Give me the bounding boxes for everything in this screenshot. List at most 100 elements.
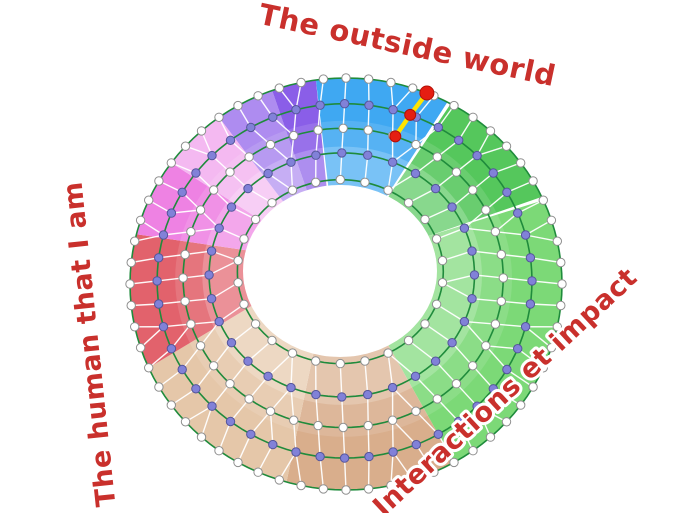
node[interactable]: [339, 453, 350, 463]
node[interactable]: [225, 135, 236, 146]
node[interactable]: [490, 227, 501, 237]
node[interactable]: [180, 141, 191, 151]
node[interactable]: [144, 195, 154, 205]
selected-node[interactable]: [404, 108, 417, 121]
node[interactable]: [186, 319, 196, 329]
sector-green-main[interactable]: [388, 200, 563, 463]
node[interactable]: [363, 125, 373, 135]
sector-purple-dark[interactable]: [272, 80, 327, 191]
node[interactable]: [166, 344, 177, 354]
node[interactable]: [363, 389, 373, 400]
sector-green-upper[interactable]: [388, 103, 542, 236]
node[interactable]: [196, 432, 207, 442]
node[interactable]: [411, 439, 421, 450]
node[interactable]: [383, 348, 393, 358]
node[interactable]: [481, 341, 491, 351]
node[interactable]: [214, 112, 224, 123]
node[interactable]: [437, 278, 448, 288]
node[interactable]: [538, 195, 548, 205]
node[interactable]: [253, 91, 263, 101]
node[interactable]: [337, 392, 347, 402]
node[interactable]: [388, 447, 398, 457]
node[interactable]: [318, 74, 329, 84]
node[interactable]: [335, 174, 345, 185]
node[interactable]: [432, 152, 442, 162]
node[interactable]: [225, 167, 235, 177]
node[interactable]: [125, 279, 135, 289]
node[interactable]: [468, 185, 478, 195]
node[interactable]: [386, 77, 396, 88]
node[interactable]: [265, 139, 276, 150]
node[interactable]: [360, 177, 370, 188]
node[interactable]: [513, 344, 523, 354]
node[interactable]: [538, 363, 548, 373]
node[interactable]: [502, 187, 512, 198]
node[interactable]: [126, 257, 136, 268]
node[interactable]: [226, 202, 237, 212]
node[interactable]: [335, 358, 345, 369]
node[interactable]: [195, 205, 206, 215]
node[interactable]: [363, 420, 373, 431]
node[interactable]: [214, 446, 224, 456]
node[interactable]: [386, 480, 396, 491]
node[interactable]: [287, 348, 298, 358]
node[interactable]: [451, 167, 462, 177]
node[interactable]: [339, 99, 350, 109]
node[interactable]: [166, 208, 177, 218]
node[interactable]: [485, 126, 496, 136]
node[interactable]: [387, 157, 398, 167]
node[interactable]: [191, 384, 201, 394]
node[interactable]: [472, 401, 482, 411]
node[interactable]: [289, 130, 299, 141]
node[interactable]: [430, 183, 441, 194]
node[interactable]: [552, 236, 562, 246]
node[interactable]: [178, 273, 188, 283]
node[interactable]: [469, 270, 480, 280]
node[interactable]: [481, 205, 491, 215]
node[interactable]: [158, 322, 169, 332]
node[interactable]: [166, 158, 177, 168]
node[interactable]: [263, 168, 273, 179]
node[interactable]: [204, 270, 214, 280]
node[interactable]: [488, 168, 498, 178]
node[interactable]: [433, 429, 443, 439]
node[interactable]: [313, 125, 323, 135]
node[interactable]: [126, 300, 136, 311]
node[interactable]: [468, 446, 478, 456]
node[interactable]: [214, 316, 224, 327]
node[interactable]: [528, 176, 538, 186]
node[interactable]: [226, 338, 237, 348]
node[interactable]: [556, 257, 566, 268]
node[interactable]: [166, 400, 177, 410]
node[interactable]: [454, 135, 464, 146]
node[interactable]: [454, 416, 464, 427]
node[interactable]: [360, 356, 370, 366]
node[interactable]: [180, 249, 190, 260]
node[interactable]: [191, 168, 201, 178]
node[interactable]: [552, 322, 562, 332]
node[interactable]: [420, 319, 430, 329]
node[interactable]: [267, 198, 277, 208]
node[interactable]: [152, 276, 162, 286]
node[interactable]: [209, 185, 219, 195]
node[interactable]: [437, 255, 448, 266]
node[interactable]: [135, 343, 146, 353]
node[interactable]: [311, 356, 321, 366]
node[interactable]: [468, 112, 478, 123]
node[interactable]: [239, 299, 249, 309]
node[interactable]: [459, 223, 470, 233]
node[interactable]: [429, 467, 439, 477]
node[interactable]: [313, 420, 323, 431]
node[interactable]: [180, 417, 191, 427]
node[interactable]: [363, 484, 374, 494]
node[interactable]: [311, 150, 321, 160]
node[interactable]: [233, 278, 243, 288]
node[interactable]: [411, 406, 421, 416]
node[interactable]: [364, 100, 374, 110]
node[interactable]: [246, 429, 256, 439]
node[interactable]: [449, 100, 459, 111]
node[interactable]: [311, 177, 321, 188]
node[interactable]: [387, 382, 398, 393]
node[interactable]: [233, 255, 243, 266]
node[interactable]: [243, 183, 253, 194]
